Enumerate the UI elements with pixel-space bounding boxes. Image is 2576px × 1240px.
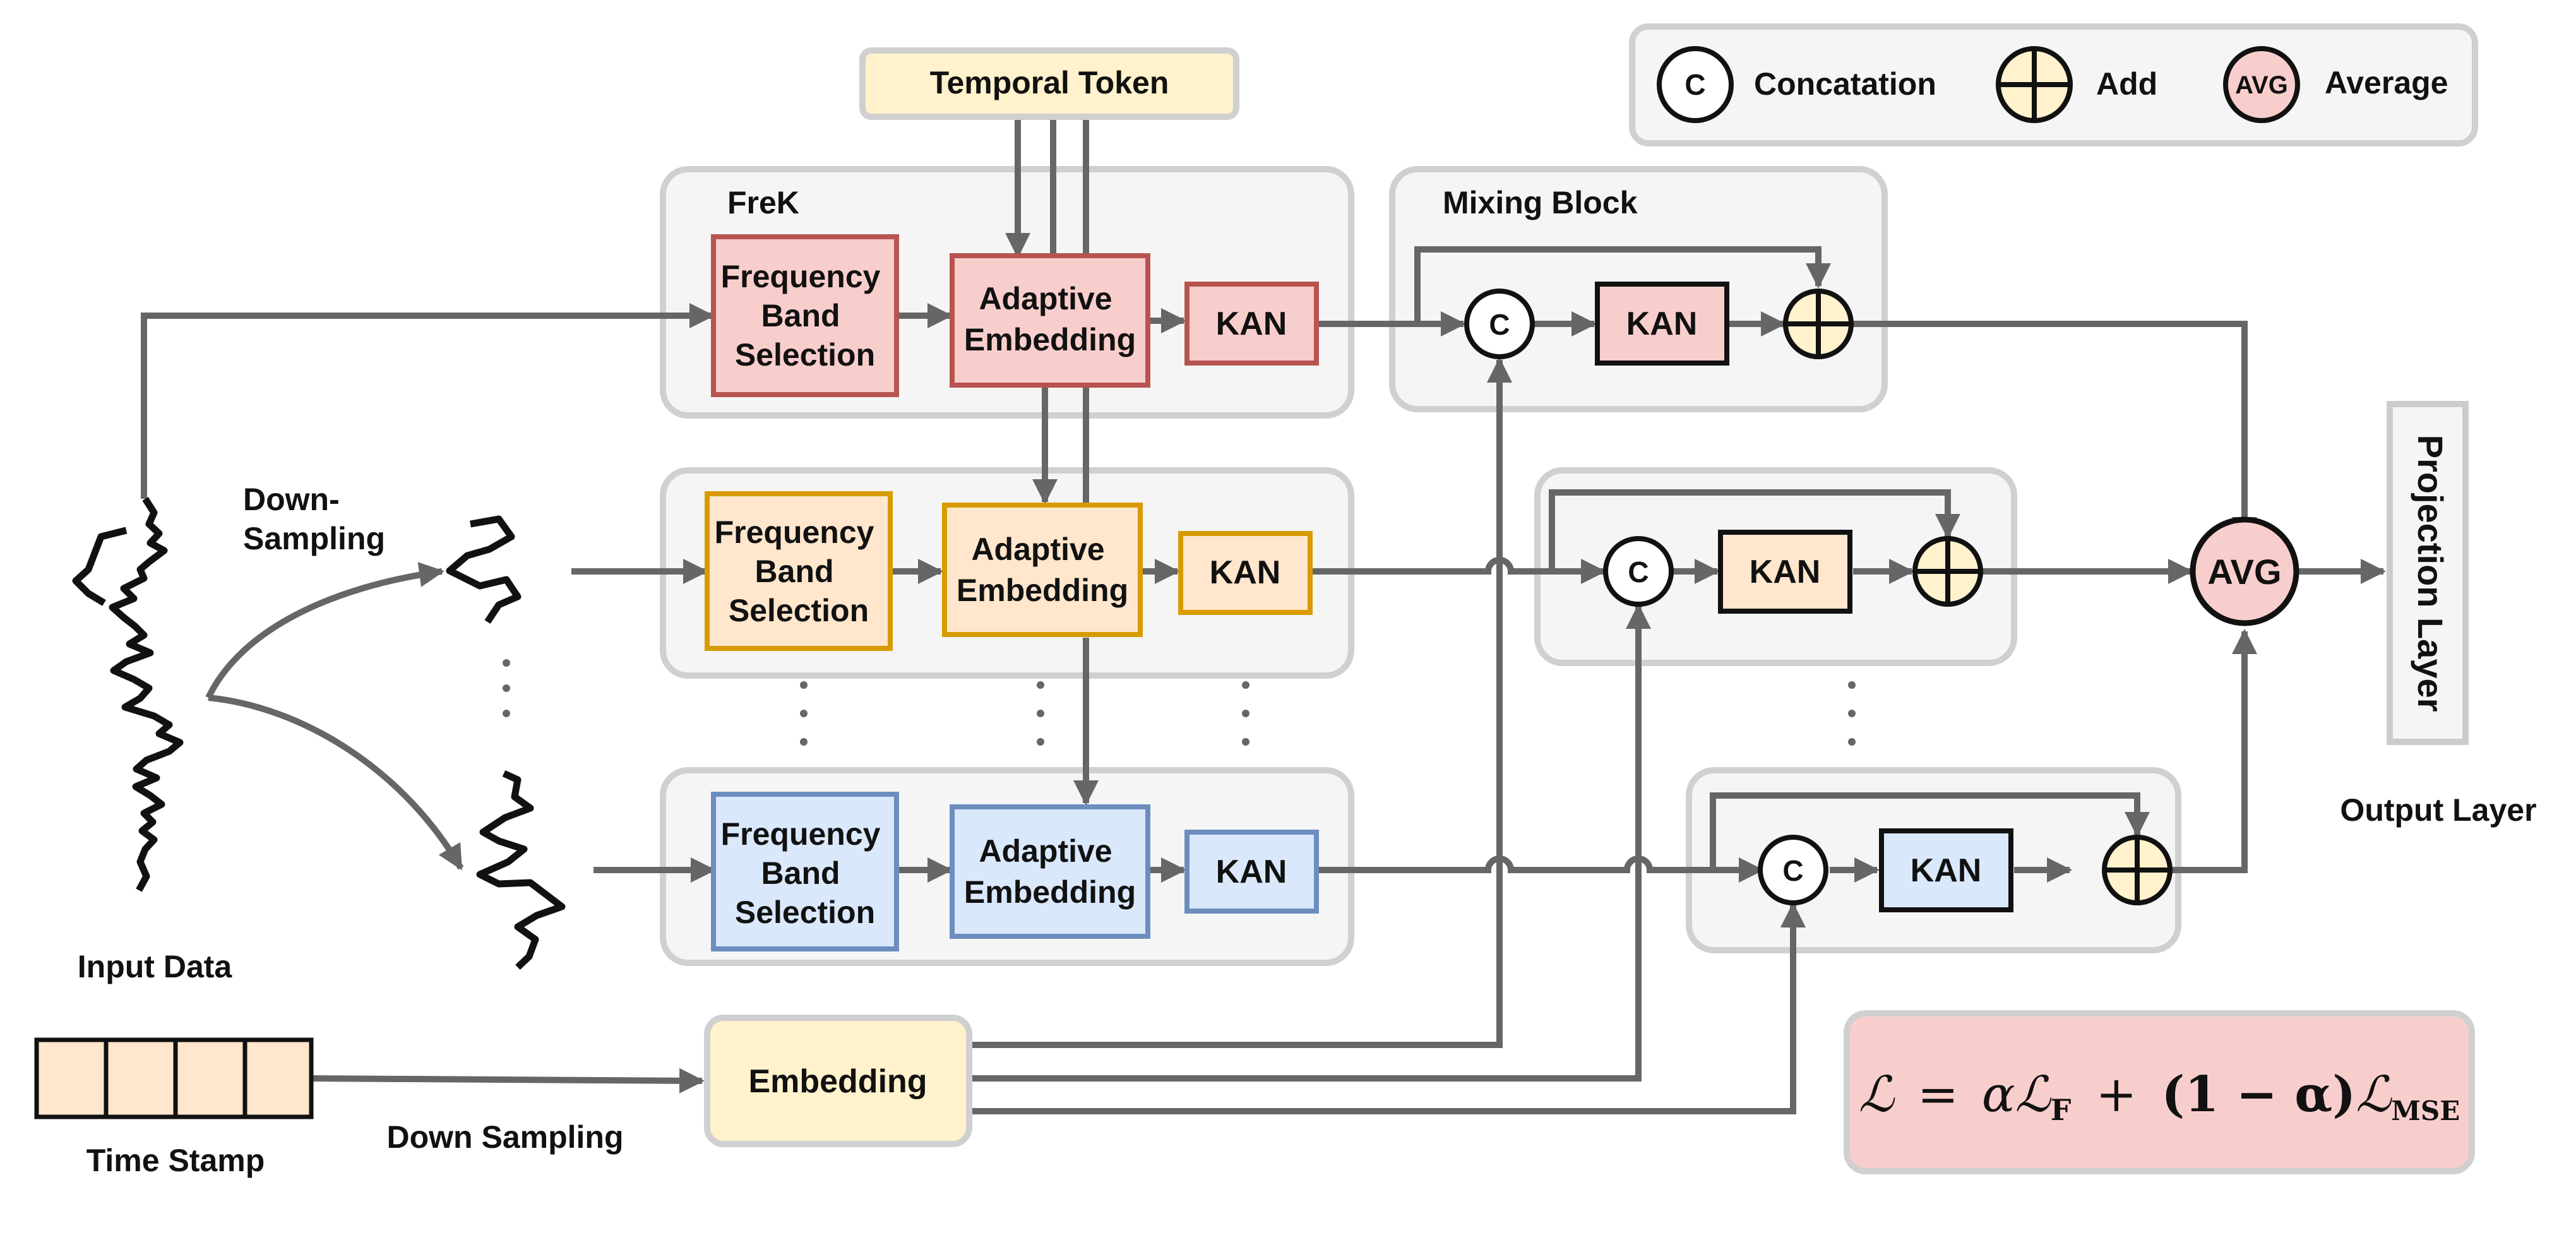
- kan-2-label: KAN: [1210, 554, 1281, 591]
- add-legend-label: Add: [2096, 66, 2157, 102]
- concat-legend-symbol: C: [1685, 68, 1705, 101]
- frequency-band-selection-3: [711, 792, 899, 951]
- fbs-3-line-1: Frequency: [721, 816, 881, 852]
- temporal-token-label: Temporal Token: [930, 65, 1169, 100]
- embedding-label: Embedding: [748, 1063, 927, 1100]
- add-node-3: [2102, 835, 2173, 905]
- concat-legend-label: Concatation: [1754, 66, 1936, 102]
- add-node-2: [1912, 536, 1983, 607]
- frequency-band-selection-2: [705, 491, 893, 651]
- fbs-1-line-1: Frequency: [721, 259, 881, 294]
- concat-node-3: [1758, 835, 1828, 905]
- fbs-1-line-2: Band: [761, 298, 840, 333]
- adaptive-embedding-2: [942, 503, 1143, 637]
- time-stamp-label: Time Stamp: [86, 1143, 265, 1178]
- kan-3: [1184, 830, 1319, 914]
- mix-kan-3-label: KAN: [1911, 852, 1982, 889]
- mix-kan-3: [1879, 828, 2013, 912]
- avg-node: [2190, 516, 2299, 626]
- svg-text:Frequency Band Selecti: Frequency Band Selection: [715, 515, 883, 628]
- ae-3-line-1: Adaptive: [979, 833, 1112, 869]
- avg-node-symbol: AVG: [2207, 552, 2281, 592]
- ae-1-line-1: Adaptive: [979, 281, 1112, 316]
- fbs-3-line-3: Selection: [735, 895, 875, 930]
- ae-2-line-1: Adaptive: [971, 532, 1104, 567]
- mix-kan-2-label: KAN: [1750, 554, 1821, 590]
- time-stamp-grid: [34, 1037, 314, 1119]
- adaptive-embedding-3: [950, 804, 1150, 939]
- down-sampling-label: Down Sampling: [387, 1119, 624, 1155]
- concat-node-1: [1464, 289, 1535, 359]
- fbs-2-line-3: Selection: [729, 593, 869, 628]
- ae-1-line-2: Embedding: [964, 322, 1136, 357]
- concat-node-1-symbol: C: [1489, 308, 1510, 341]
- loss-formula: ℒ = αℒF + (1 − α)ℒMSE: [1859, 1066, 2460, 1132]
- temporal-token-box: [859, 47, 1239, 120]
- avg-legend-icon: [2223, 46, 2300, 123]
- fbs-1-line-3: Selection: [735, 337, 875, 373]
- avg-legend-label: Average: [2325, 65, 2448, 100]
- concat-node-2-symbol: C: [1628, 556, 1649, 588]
- svg-text:Frequency Band Selecti: Frequency Band Selection: [721, 816, 890, 930]
- frek-label: FreK: [727, 185, 799, 220]
- embedding-box: [704, 1015, 972, 1147]
- fbs-3-line-2: Band: [761, 855, 840, 891]
- mix-kan-1-label: KAN: [1626, 306, 1698, 342]
- svg-text:Adaptive Embedding: Adaptive Embedding: [957, 532, 1128, 608]
- avg-legend-symbol: AVG: [2235, 71, 2288, 99]
- concat-node-2: [1603, 536, 1674, 607]
- mix-kan-2: [1718, 530, 1852, 614]
- kan-1-label: KAN: [1216, 306, 1287, 342]
- downsampled-signal-icon: [446, 515, 522, 624]
- downsampling-label: Down- Sampling: [243, 482, 385, 556]
- input-signal-icon: [109, 497, 184, 892]
- downsampled-signal-icon-2: [476, 770, 566, 970]
- svg-text:Adaptive Embedding: Adaptive Embedding: [964, 833, 1136, 910]
- svg-text:Frequency Band Selecti: Frequency Band Selection: [721, 259, 890, 373]
- signal-waveforms: [72, 497, 566, 970]
- kan-3-label: KAN: [1216, 854, 1287, 890]
- input-data-label: Input Data: [78, 949, 233, 984]
- svg-text:Adaptive Embedding: Adaptive Embedding: [964, 281, 1136, 357]
- mixing-block-label: Mixing Block: [1443, 185, 1638, 220]
- ellipsis-dots: [503, 659, 1856, 746]
- concat-legend-icon: [1657, 46, 1734, 123]
- legend: C Concatation Add AVG Average: [1629, 23, 2478, 146]
- kan-2: [1178, 531, 1313, 615]
- ae-2-line-2: Embedding: [957, 573, 1128, 608]
- output-layer-label: Output Layer: [2340, 792, 2536, 828]
- add-node-1: [1783, 289, 1854, 359]
- loss-box: [1844, 1010, 2475, 1174]
- ae-3-line-2: Embedding: [964, 874, 1136, 910]
- projection-layer-box: [2387, 401, 2469, 745]
- concat-node-3-symbol: C: [1782, 854, 1803, 887]
- fbs-2-line-2: Band: [755, 554, 834, 589]
- mix-kan-1: [1595, 282, 1729, 366]
- frequency-band-selection-1: [711, 234, 899, 397]
- fbs-2-line-1: Frequency: [715, 515, 874, 550]
- projection-layer-label: Projection Layer: [2411, 435, 2450, 712]
- connectors: [141, 119, 2386, 1114]
- kan-1: [1184, 282, 1319, 366]
- adaptive-embedding-1: [950, 253, 1150, 388]
